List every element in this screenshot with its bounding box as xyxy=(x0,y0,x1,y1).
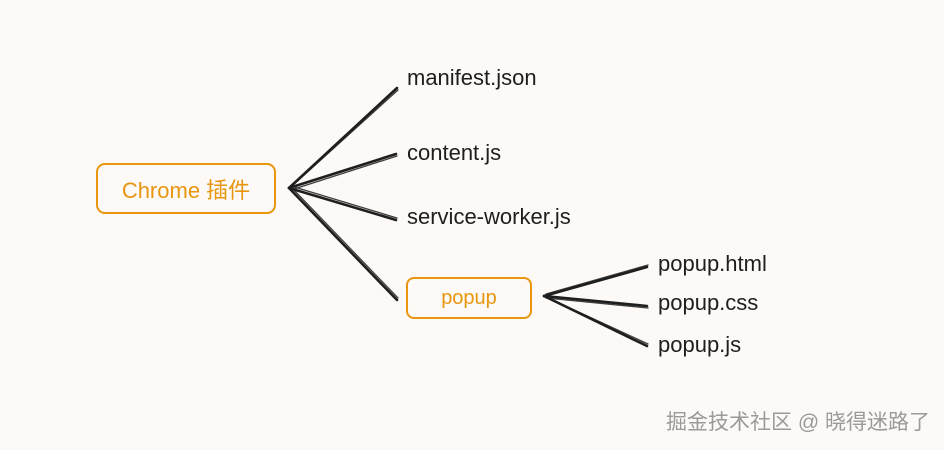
edge-popup-html xyxy=(542,265,649,298)
edge-root-popup xyxy=(287,186,399,302)
edge-root-content xyxy=(287,152,398,190)
root-node-chrome-plugin: Chrome 插件 xyxy=(96,163,276,214)
node-popup-css: popup.css xyxy=(658,290,759,315)
node-popup-html: popup.html xyxy=(658,251,767,276)
node-service-worker-js: service-worker.js xyxy=(407,204,571,229)
node-popup-js: popup.js xyxy=(658,332,742,357)
edge-popup-css xyxy=(542,294,649,308)
edge-root-service-worker xyxy=(287,186,398,222)
node-manifest-json: manifest.json xyxy=(407,65,537,90)
node-content-js: content.js xyxy=(407,140,502,165)
edge-root-manifest xyxy=(287,86,399,190)
popup-folder-label: popup xyxy=(441,286,497,309)
watermark-text: 掘金技术社区 @ 晓得迷路了 xyxy=(666,411,930,434)
node-popup-folder: popup xyxy=(406,277,532,319)
root-node-label: Chrome 插件 xyxy=(121,177,251,203)
